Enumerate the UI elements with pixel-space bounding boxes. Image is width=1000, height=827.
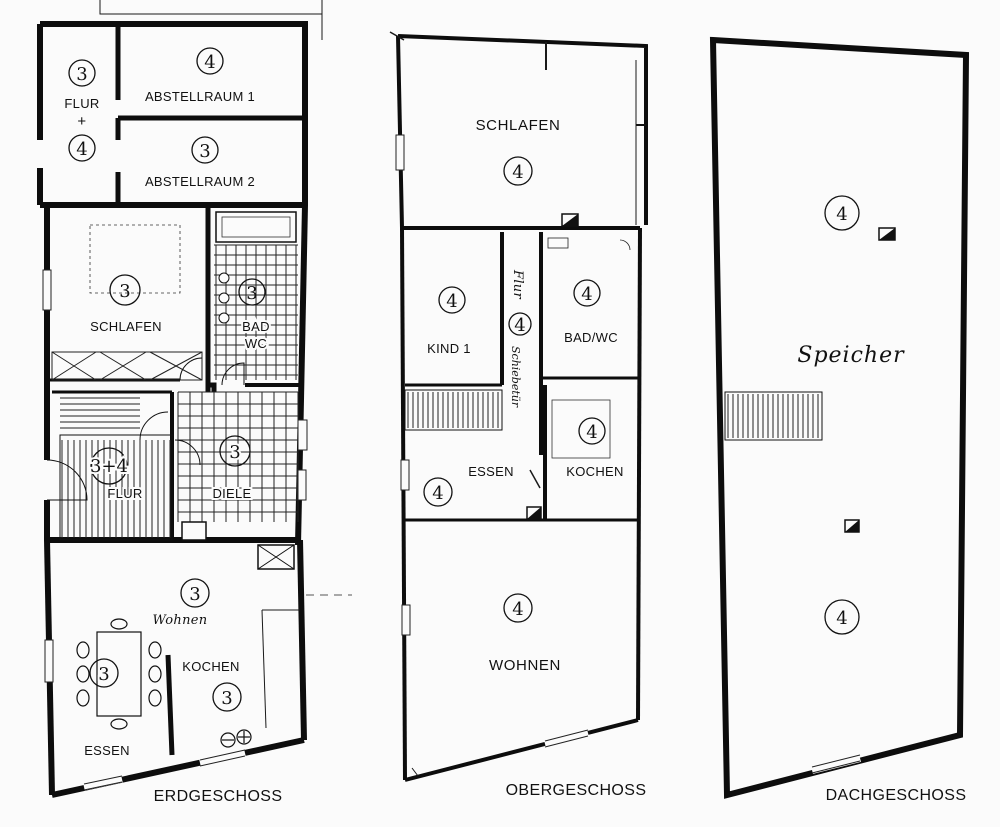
- room-label-schlafen-og: SCHLAFEN: [476, 117, 561, 134]
- rating-wohnen-eg: 3: [189, 584, 200, 605]
- room-label-wc: WC: [245, 336, 267, 351]
- rating-kochen-og: 4: [586, 422, 597, 443]
- rating-dg-bottom: 4: [836, 608, 847, 629]
- room-label-diele: DIELE: [212, 486, 251, 501]
- rating-bad: 3: [246, 283, 257, 304]
- room-label-wohnen-og: WOHNEN: [489, 657, 561, 674]
- rating-essen-eg: 3: [98, 664, 109, 685]
- rating-essen-og: 4: [432, 483, 443, 504]
- plus-sign: +: [77, 113, 86, 130]
- room-label-essen-og: ESSEN: [468, 464, 514, 479]
- floor-title-dachgeschoss: DACHGESCHOSS: [826, 787, 967, 804]
- bathtub-icon: [215, 211, 297, 243]
- rating-abstellraum-2: 3: [199, 141, 210, 162]
- rating-kind1: 4: [446, 291, 457, 312]
- rating-flur-top-a: 3: [76, 64, 87, 85]
- stove-icon: [220, 729, 252, 748]
- floor-title-erdgeschoss: ERDGESCHOSS: [154, 788, 283, 805]
- stairs-icon: [727, 394, 819, 438]
- erdgeschoss-plan: 3 FLUR + 4 4 ABSTELLRAUM 1 3 ABSTELLRAUM…: [37, 0, 323, 805]
- dining-table-icon: [76, 618, 162, 730]
- rating-abstellraum-1: 4: [204, 52, 215, 73]
- rating-flur-eg: 3+4: [90, 456, 128, 477]
- sink-icon: [218, 272, 230, 324]
- room-label-abstellraum-1: ABSTELLRAUM 1: [145, 89, 255, 104]
- room-label-kochen-eg: KOCHEN: [182, 659, 239, 674]
- rating-bad-wc-og: 4: [581, 284, 592, 305]
- rating-flur-og: 4: [514, 315, 525, 336]
- rating-schlafen-eg: 3: [119, 281, 130, 302]
- room-label-abstellraum-2: ABSTELLRAUM 2: [145, 174, 255, 189]
- hall-tiles: [177, 391, 299, 522]
- room-label-bad: BAD: [242, 319, 270, 334]
- rating-diele: 3: [229, 442, 240, 463]
- wardrobe-hatch: [51, 351, 203, 381]
- rating-flur-top-b: 4: [76, 139, 87, 160]
- chimney-icon: [181, 521, 207, 541]
- door-swing-icon: [46, 357, 245, 501]
- floor-title-obergeschoss: OBERGESCHOSS: [506, 782, 647, 799]
- rating-wohnen-og: 4: [512, 599, 523, 620]
- rating-kochen-eg: 3: [221, 688, 232, 709]
- rating-dg-top: 4: [836, 204, 847, 225]
- room-label-flur-top: FLUR: [64, 96, 99, 111]
- obergeschoss-plan: SCHLAFEN 4 4 KIND 1 Flur 4 Schiebetür 4 …: [389, 31, 648, 799]
- room-label-wohnen-eg: Wohnen: [153, 613, 208, 628]
- room-label-speicher: Speicher: [797, 343, 905, 368]
- room-label-flur-og: Flur: [510, 269, 525, 299]
- stairs-icon: [60, 397, 171, 538]
- room-label-flur-eg: FLUR: [107, 486, 142, 501]
- bathroom-tiles: [214, 244, 298, 380]
- room-label-kochen-og: KOCHEN: [566, 464, 623, 479]
- room-label-schlafen-eg: SCHLAFEN: [90, 319, 162, 334]
- dachgeschoss-plan: 4 Speicher 4 DACHGESCHOSS: [709, 36, 970, 804]
- sliding-door-label: Schiebetür: [509, 346, 522, 408]
- room-label-kind1: KIND 1: [427, 341, 471, 356]
- stairs-icon: [407, 392, 499, 428]
- room-label-essen-eg: ESSEN: [84, 743, 130, 758]
- rating-schlafen-og: 4: [512, 162, 523, 183]
- room-label-bad-wc-og: BAD/WC: [564, 330, 618, 345]
